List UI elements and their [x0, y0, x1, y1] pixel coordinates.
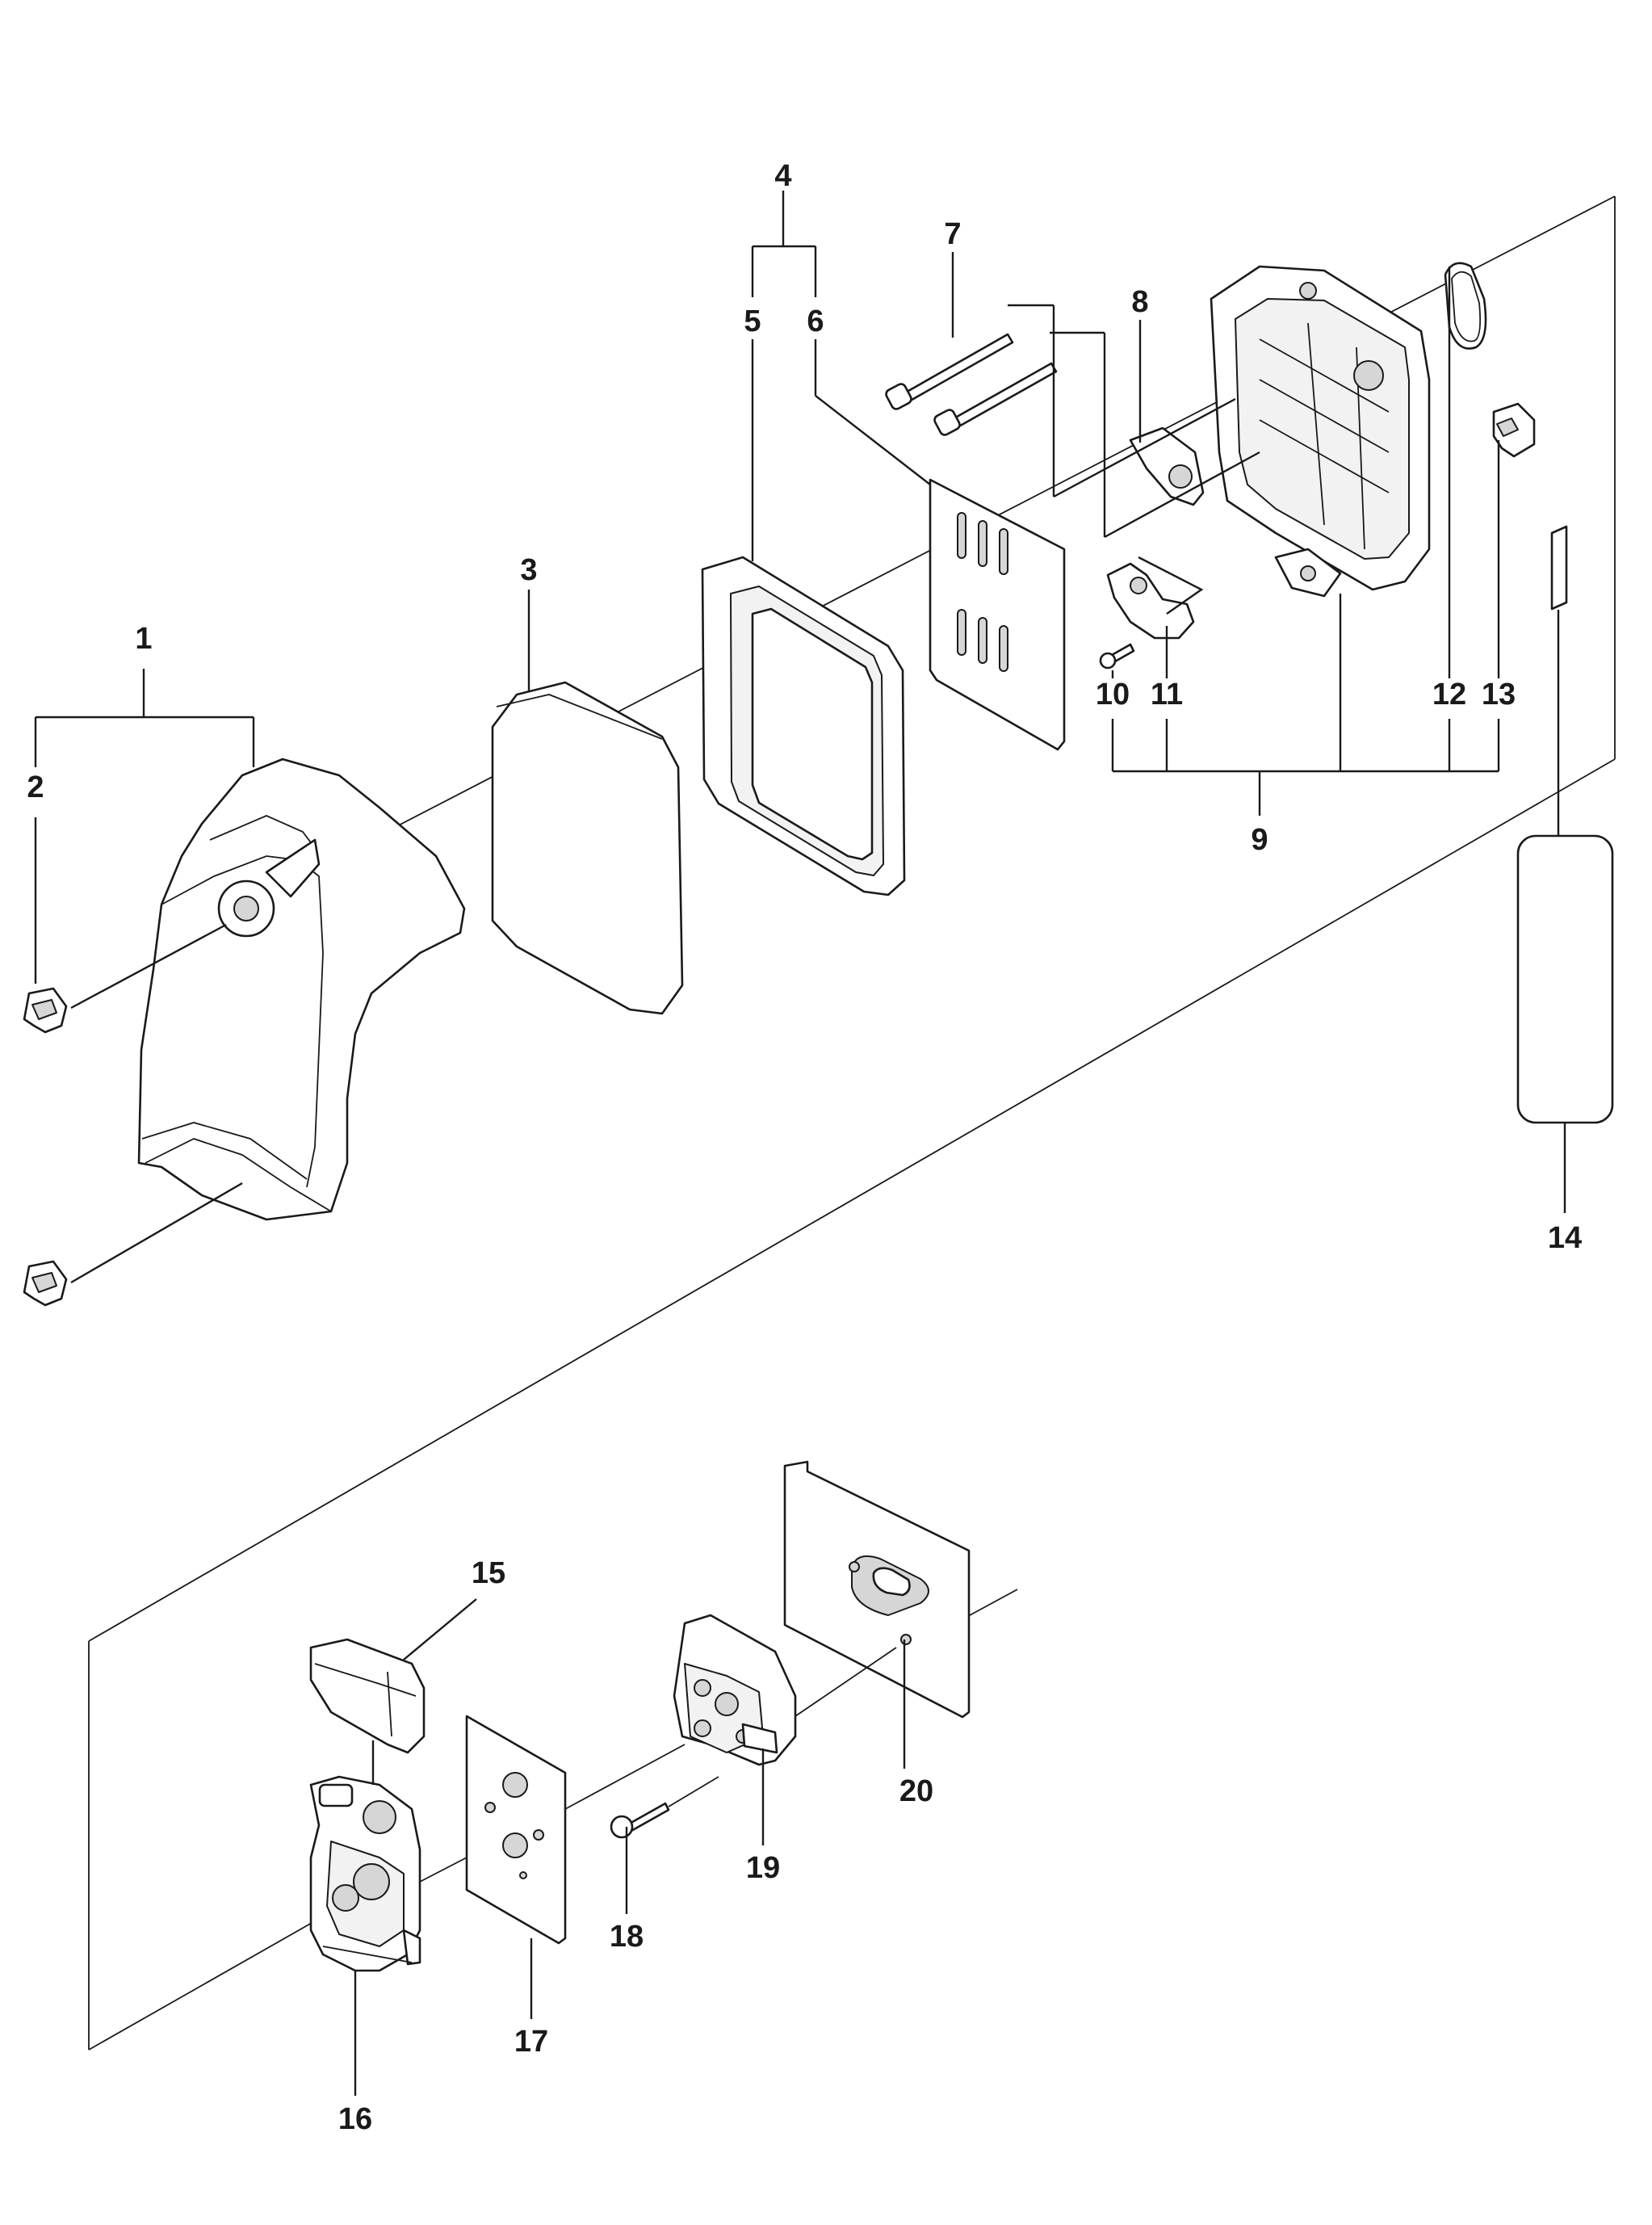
carburetor-cap-icon — [309, 1638, 426, 1754]
callout-1: 1 — [135, 622, 152, 656]
decal-icon — [1516, 525, 1614, 1124]
callout-3: 3 — [520, 553, 537, 587]
filter-screen-icon — [929, 478, 1066, 751]
callout-9: 9 — [1251, 823, 1268, 857]
carburetor-icon — [309, 1775, 421, 1972]
filter-housing-icon — [1210, 265, 1431, 598]
filter-frame-icon — [701, 556, 906, 896]
air-filter-cover-icon — [137, 758, 466, 1221]
callout-12: 12 — [1432, 678, 1466, 712]
callout-2: 2 — [27, 770, 44, 804]
callout-14: 14 — [1548, 1221, 1582, 1255]
cover-knob-icon — [23, 923, 243, 1307]
callout-17: 17 — [514, 2025, 548, 2059]
o-ring-icon — [1444, 262, 1487, 350]
callout-20: 20 — [899, 1774, 933, 1808]
leader-lines — [34, 191, 1566, 2096]
callout-18: 18 — [610, 1920, 644, 1954]
callout-6: 6 — [807, 304, 824, 338]
callout-15: 15 — [472, 1556, 505, 1590]
callout-13: 13 — [1482, 678, 1516, 712]
callout-labels: 1 2 3 4 5 6 7 8 9 10 11 12 13 14 15 16 1… — [27, 159, 1582, 2136]
callout-19: 19 — [746, 1851, 780, 1885]
long-bolt-icon — [885, 333, 1058, 436]
clamp-icon — [1106, 562, 1195, 640]
screw-icon — [1099, 643, 1135, 670]
air-filter-element-icon — [491, 681, 684, 1015]
choke-bracket-icon — [1129, 426, 1205, 506]
cover-knob-icon — [1492, 402, 1536, 458]
gasket-icon — [783, 1460, 971, 1719]
callout-16: 16 — [338, 2102, 372, 2136]
callout-7: 7 — [944, 217, 961, 251]
callout-8: 8 — [1131, 285, 1148, 319]
callout-5: 5 — [744, 304, 761, 338]
screw-icon — [610, 1802, 670, 1839]
gasket-icon — [465, 1715, 567, 1945]
callout-11: 11 — [1151, 678, 1183, 712]
callout-4: 4 — [774, 159, 791, 193]
intake-adapter-icon — [673, 1614, 797, 1766]
callout-10: 10 — [1096, 678, 1130, 712]
